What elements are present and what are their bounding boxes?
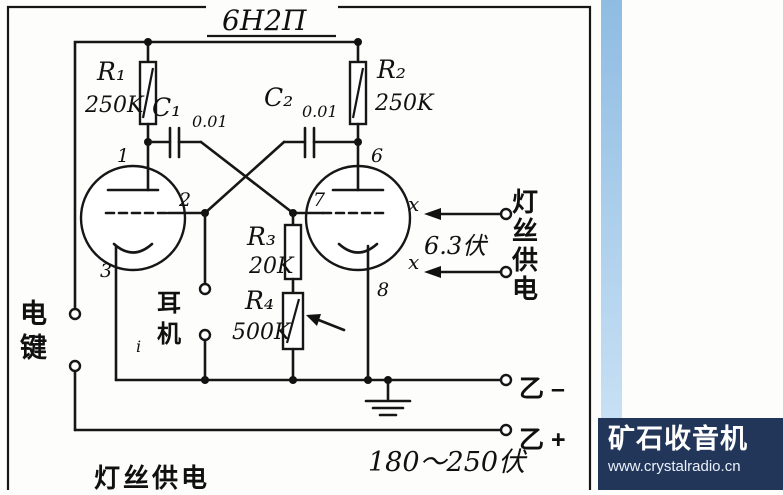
c1-name: C₁ xyxy=(152,93,181,122)
pin-8-label: 8 xyxy=(377,279,389,301)
plate-voltage-label: 180～250伏 xyxy=(368,447,526,478)
filament-supply-side-label: 灯丝供电 xyxy=(512,187,539,305)
pin-3-label: 3 xyxy=(100,260,112,282)
pin-7-label: 7 xyxy=(313,189,326,211)
b-plus-label: 乙 + xyxy=(519,426,566,454)
cross-coupling-wires xyxy=(199,140,295,215)
b-minus-label: 乙 – xyxy=(519,375,565,403)
wiper-arrowhead xyxy=(306,314,321,326)
supply-wiring xyxy=(68,40,513,437)
circuit-schematic: 6Н2П R₁ 250K R₂ 250K C₁ 0.01 C₂ 0.01 R₃ … xyxy=(6,4,592,490)
earphone-label: 耳机 xyxy=(157,290,181,349)
blue-strip xyxy=(601,0,622,420)
earphone-terminal-top xyxy=(198,282,212,296)
heater-arrow-bottom xyxy=(424,266,441,278)
c1-value: 0.01 xyxy=(192,112,228,131)
b-plus-terminal xyxy=(499,423,513,437)
heater-terminal-bottom xyxy=(499,265,513,279)
earphone-branch xyxy=(198,209,212,382)
filament-supply-bottom-label: 灯丝供电 xyxy=(94,463,211,493)
capacitor-c2 xyxy=(282,126,360,159)
cathode-v2 xyxy=(337,242,379,254)
resistor-r3 xyxy=(283,209,303,295)
r4-name: R₄ xyxy=(244,286,274,315)
tube-type-label: 6Н2П xyxy=(222,4,307,37)
resistor-r1 xyxy=(138,38,158,146)
r2-value: 250K xyxy=(374,91,435,116)
potentiometer-r4 xyxy=(281,291,346,382)
triode-v2 xyxy=(291,140,412,382)
site-url-text: www.crystalradio.cn xyxy=(608,457,741,475)
key-terminal-bottom xyxy=(68,359,82,373)
heater-x-mark-bottom: x xyxy=(408,250,419,274)
pin-2-label: 2 xyxy=(178,189,191,211)
heater-connections xyxy=(424,207,513,279)
key-label: 电键 xyxy=(20,299,47,363)
triode-v1 xyxy=(79,140,207,382)
heater-arrow-top xyxy=(424,208,441,220)
resistor-r2 xyxy=(348,38,368,146)
watermark-panel: 矿石收音机 www.crystalradio.cn xyxy=(598,418,783,490)
heater-terminal-top xyxy=(499,207,513,221)
schematic-border xyxy=(6,5,592,490)
pin-1-label: 1 xyxy=(117,145,129,167)
b-minus-terminal xyxy=(499,373,513,387)
earphone-terminal-bottom xyxy=(198,328,212,342)
r3-value: 20K xyxy=(248,254,295,279)
r2-name: R₂ xyxy=(376,55,406,84)
pin-6-label: 6 xyxy=(371,145,383,167)
r1-value: 250K xyxy=(84,93,145,118)
site-logo-text: 矿石收音机 xyxy=(608,424,748,454)
tube-envelope-v1 xyxy=(79,164,187,272)
ground-symbol xyxy=(364,378,412,417)
key-terminal-top xyxy=(68,307,82,321)
heater-voltage-label: 6.3伏 xyxy=(424,232,487,260)
current-mark: i xyxy=(136,337,141,356)
c2-name: C₂ xyxy=(264,83,293,112)
r3-name: R₃ xyxy=(246,222,276,251)
r1-name: R₁ xyxy=(96,57,126,86)
c2-value: 0.01 xyxy=(302,102,338,121)
heater-x-mark-top: x xyxy=(408,192,419,216)
capacitor-c1 xyxy=(146,126,203,159)
r4-value: 500K xyxy=(232,320,292,345)
